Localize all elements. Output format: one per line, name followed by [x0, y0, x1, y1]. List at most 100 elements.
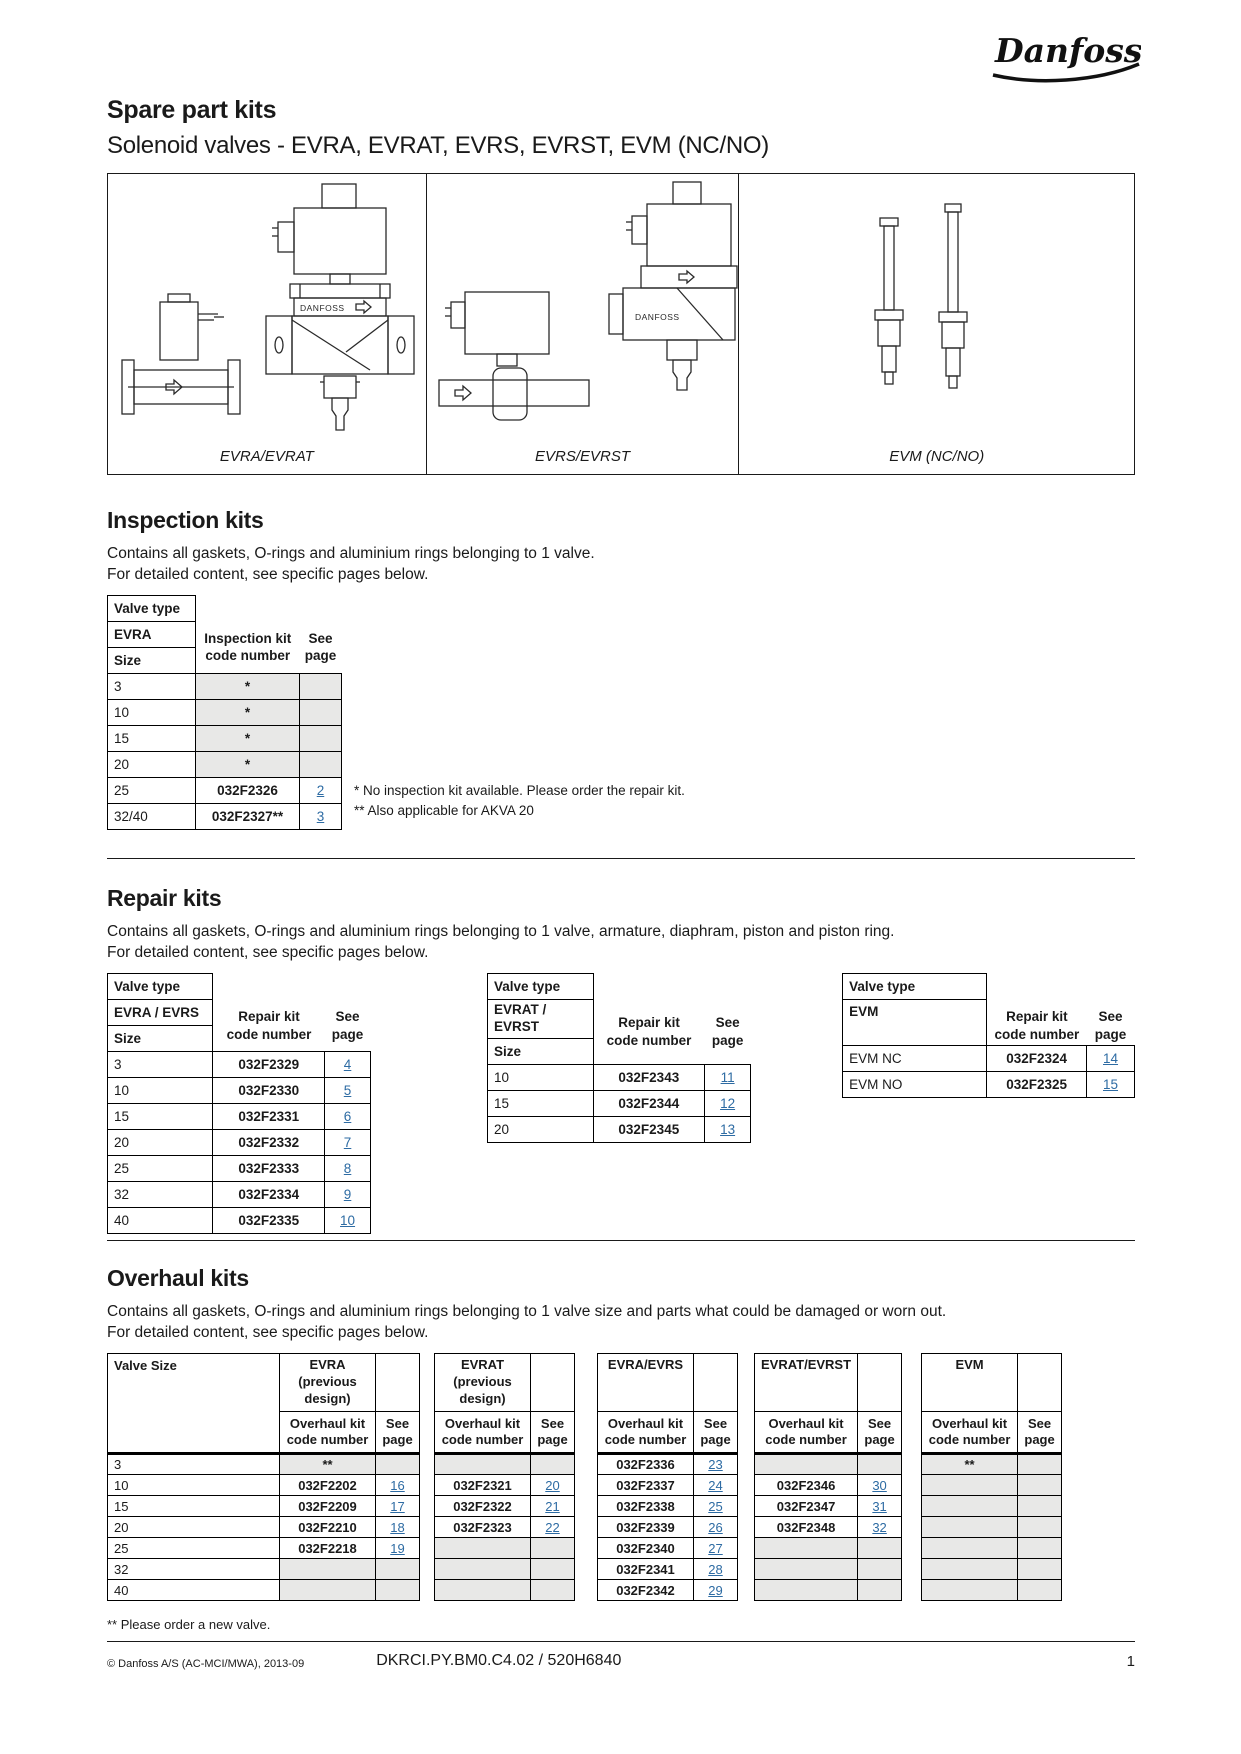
see-page-header-line1: See — [540, 1416, 565, 1432]
overhaul-evm-body: ** — [921, 1452, 1063, 1602]
code-cell: 032F2323 — [434, 1516, 531, 1539]
kit-code-header-line2: code number — [604, 1432, 687, 1448]
page-cell: 30 — [857, 1474, 903, 1497]
see-page-link[interactable]: 18 — [390, 1519, 405, 1535]
see-page-link[interactable]: 25 — [708, 1498, 723, 1514]
page-cell — [1017, 1452, 1063, 1476]
see-page-link[interactable]: 16 — [390, 1477, 405, 1493]
size-cell: 40 — [106, 1207, 214, 1235]
see-page-link[interactable]: 6 — [343, 1109, 352, 1125]
inspection-footnotes: * No inspection kit available. Please or… — [354, 781, 685, 820]
see-page-link[interactable]: 14 — [1103, 1051, 1119, 1067]
valve-type-header: Valve type — [487, 973, 594, 1001]
see-page-link[interactable]: 30 — [872, 1477, 887, 1493]
section-divider — [107, 858, 1135, 860]
kit-code-header-line1: Repair kit — [618, 1015, 680, 1031]
code-cell — [753, 1558, 859, 1581]
see-page-link[interactable]: 15 — [1103, 1077, 1119, 1093]
code-cell: 032F2339 — [597, 1516, 694, 1539]
see-page-link[interactable]: 5 — [343, 1083, 352, 1099]
page-cell: 28 — [693, 1558, 738, 1581]
see-page-link[interactable]: 31 — [872, 1498, 887, 1514]
see-page-link[interactable]: 8 — [343, 1161, 352, 1177]
code-cell — [921, 1558, 1019, 1581]
page-cell: 9 — [324, 1181, 372, 1209]
see-page-link[interactable]: 21 — [545, 1498, 560, 1514]
group-header-evm: EVM — [921, 1353, 1019, 1413]
size-cell: 15 — [107, 725, 196, 753]
see-page-header-line2: page — [304, 648, 337, 664]
code-cell: 032F2202 — [279, 1474, 376, 1497]
panel-label-evrs-evrst: EVRS/EVRST — [535, 448, 631, 465]
size-header: Size — [106, 1025, 214, 1053]
table-row — [434, 1537, 575, 1560]
size-cell: 20 — [487, 1116, 594, 1144]
size-cell: 40 — [107, 1579, 280, 1602]
see-page-link[interactable]: 3 — [316, 809, 325, 825]
see-page-header-line1: See — [308, 630, 333, 646]
table-row — [753, 1452, 903, 1476]
see-page-header-line2: page — [711, 1032, 744, 1048]
header-spacer — [986, 973, 1135, 1000]
kit-code-header-line2: code number — [205, 648, 291, 664]
valve-diagram-evra-evrat: DANFOSS — [121, 183, 415, 431]
see-page-link[interactable]: 28 — [708, 1561, 723, 1577]
panel-label-evm: EVM (NC/NO) — [889, 448, 985, 465]
group-label-line2: (previous — [298, 1374, 357, 1390]
see-page-link[interactable]: 26 — [708, 1519, 723, 1535]
see-page-link[interactable]: 9 — [343, 1187, 352, 1203]
see-page-link[interactable]: 20 — [545, 1477, 560, 1493]
table-row: 032F2339 26 — [597, 1516, 738, 1539]
size-header: Size — [107, 647, 196, 675]
see-page-link[interactable]: 7 — [343, 1135, 352, 1151]
kit-code-header-line2: code number — [994, 1026, 1080, 1042]
group-label-line1: EVM — [955, 1357, 984, 1373]
code-cell: 032F2342 — [597, 1579, 694, 1602]
see-page-header-line2: page — [382, 1432, 413, 1448]
see-page-link[interactable]: 22 — [545, 1519, 560, 1535]
see-page-link[interactable]: 12 — [720, 1096, 736, 1112]
page-cell: 22 — [530, 1516, 575, 1539]
page-cell: 11 — [704, 1064, 752, 1092]
see-page-link[interactable]: 10 — [340, 1213, 356, 1229]
code-cell: 032F2321 — [434, 1474, 531, 1497]
page-number: 1 — [1126, 1653, 1135, 1670]
page-subtitle: Solenoid valves - EVRA, EVRAT, EVRS, EVR… — [107, 132, 769, 159]
table-row: 32 — [107, 1558, 420, 1581]
page-cell — [530, 1558, 575, 1581]
see-page-link[interactable]: 4 — [343, 1057, 352, 1073]
page-cell: 3 — [299, 803, 342, 831]
table-row — [921, 1516, 1063, 1539]
see-page-link[interactable]: 29 — [708, 1582, 723, 1598]
family-header: EVRA / EVRS — [106, 999, 214, 1027]
see-page-link[interactable]: 2 — [316, 783, 325, 799]
see-page-header-line2: page — [331, 1026, 364, 1042]
see-page-link[interactable]: 32 — [872, 1519, 887, 1535]
size-cell: 20 — [106, 1129, 214, 1157]
see-page-link[interactable]: 11 — [720, 1070, 735, 1086]
code-cell: 032F2210 — [279, 1516, 376, 1539]
code-cell: 032F2340 — [597, 1537, 694, 1560]
group-label-line2: (previous — [453, 1374, 512, 1390]
see-page-link[interactable]: 17 — [390, 1498, 405, 1514]
size-cell: 10 — [106, 1077, 214, 1105]
page-cell — [1017, 1495, 1063, 1518]
see-page-link[interactable]: 24 — [708, 1477, 723, 1493]
see-page-link[interactable]: 13 — [720, 1122, 736, 1138]
page-cell: 21 — [530, 1495, 575, 1518]
see-page-link[interactable]: 23 — [708, 1457, 723, 1473]
kit-code-header-line1: Repair kit — [1006, 1009, 1068, 1025]
see-page-link[interactable]: 19 — [390, 1540, 405, 1556]
size-cell: 15 — [106, 1103, 214, 1131]
see-page-link[interactable]: 27 — [708, 1540, 723, 1556]
table-row — [753, 1579, 903, 1602]
